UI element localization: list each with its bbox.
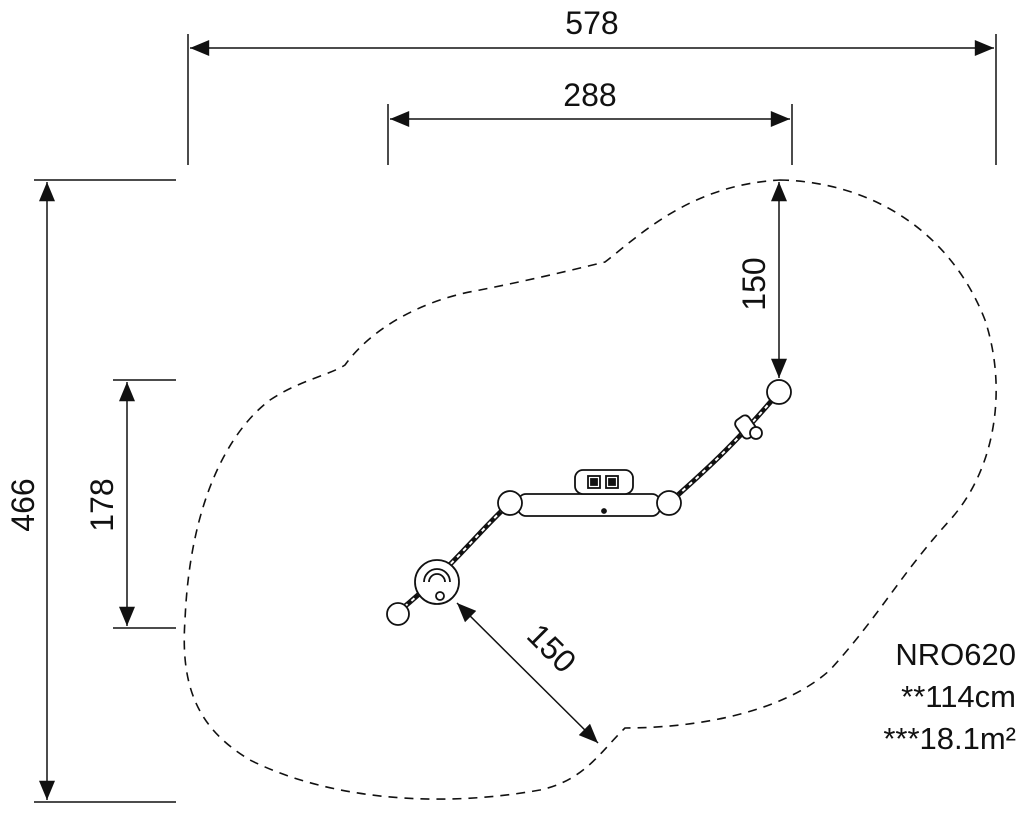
- equipment-plan: [386, 379, 792, 626]
- dimension-label-178: 178: [84, 478, 120, 531]
- dimension-inner-depth: 178: [84, 379, 176, 629]
- dimension-safety-bottom: 150: [456, 602, 599, 744]
- dimension-label-466: 466: [5, 478, 41, 531]
- dimension-label-288: 288: [563, 77, 616, 113]
- safety-zone-outline: [183, 179, 997, 800]
- dimension-overall-depth: 466: [5, 179, 176, 803]
- center-bench: [517, 493, 661, 517]
- rope-segment-right: [667, 390, 781, 505]
- dimension-inner-width: 288: [387, 77, 793, 165]
- post-left-center: [497, 490, 523, 516]
- product-code: NRO620: [895, 637, 1016, 672]
- product-area: ***18.1m²: [883, 721, 1016, 756]
- post-right-end: [766, 379, 792, 405]
- rope-segment-left: [396, 501, 512, 614]
- round-platform: [414, 559, 460, 605]
- dimension-label-578: 578: [565, 5, 618, 41]
- post-left-end: [386, 602, 410, 626]
- product-height: **114cm: [901, 679, 1016, 714]
- dimension-label-150-bottom: 150: [520, 617, 583, 680]
- dimension-overall-width: 578: [187, 5, 997, 165]
- post-right-center: [656, 490, 682, 516]
- activity-panel: [574, 469, 634, 495]
- dimension-label-150-top: 150: [736, 257, 772, 310]
- dimension-safety-top: 150: [736, 182, 787, 378]
- product-info: NRO620 **114cm ***18.1m²: [883, 634, 1016, 760]
